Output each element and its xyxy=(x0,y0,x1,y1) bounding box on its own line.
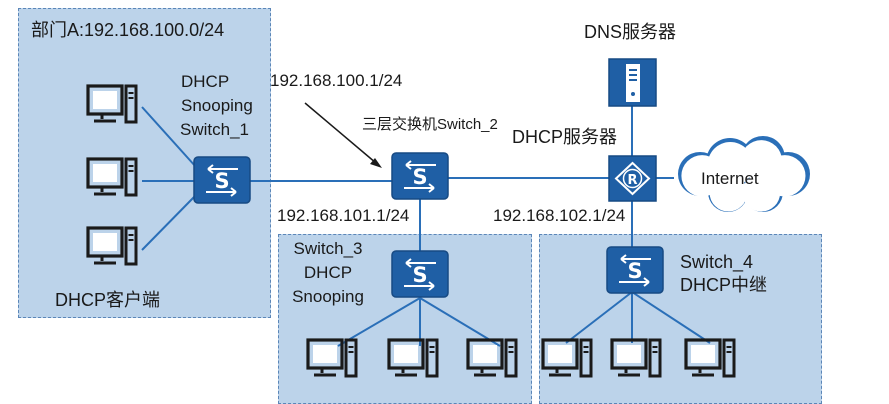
pc-icon xyxy=(306,338,358,378)
switch-icon xyxy=(391,250,449,298)
internet-label: Internet xyxy=(701,169,759,188)
pc-icon xyxy=(541,338,593,378)
gateway-101-label: 192.168.101.1/24 xyxy=(277,206,410,225)
switch1-snooping-text: Snooping xyxy=(181,96,253,115)
l3-switch-label: 三层交换机Switch_2 xyxy=(362,116,498,133)
switch1-role-label: DHCP Snooping Switch_1 xyxy=(173,72,263,144)
pc-icon xyxy=(86,84,138,124)
switch4-relay-text: DHCP中继 xyxy=(680,275,768,295)
gateway-102-label: 192.168.102.1/24 xyxy=(493,206,626,225)
dhcp-server-label: DHCP服务器 xyxy=(512,127,618,147)
dhcp-client-label: DHCP客户端 xyxy=(55,290,161,310)
pc-icon xyxy=(610,338,662,378)
switch3-name-text: Switch_3 xyxy=(293,239,363,258)
pc-icon xyxy=(466,338,518,378)
pc-icon xyxy=(684,338,736,378)
pc-icon xyxy=(86,157,138,197)
switch-icon xyxy=(193,156,251,204)
switch4-name-text: Switch_4 xyxy=(680,252,754,272)
svg-text:R: R xyxy=(627,173,637,188)
switch3-dhcp-text: DHCP xyxy=(303,263,353,282)
switch4-role-label: Switch_4 DHCP中继 xyxy=(680,252,767,298)
switch3-role-label: Switch_3 DHCP Snooping xyxy=(280,239,376,311)
switch-icon xyxy=(606,246,664,294)
gateway-100-label: 192.168.100.1/24 xyxy=(270,71,403,90)
link-switch4-pc9 xyxy=(631,291,711,344)
link-switch3-pc4 xyxy=(337,297,421,347)
switch1-name-text: Switch_1 xyxy=(180,120,249,139)
link-pc1-switch1 xyxy=(141,106,197,168)
network-links xyxy=(141,106,711,347)
department-a-subnet-label: 部门A:192.168.100.0/24 xyxy=(31,20,225,40)
link-switch3-pc6 xyxy=(419,297,501,347)
dns-server-label: DNS服务器 xyxy=(584,22,677,42)
switch-icon xyxy=(391,152,449,200)
pc-icon xyxy=(86,226,138,266)
router-icon: R xyxy=(608,155,657,202)
annotation-arrow xyxy=(304,102,382,168)
link-pc3-switch1 xyxy=(141,194,197,251)
pc-icon xyxy=(387,338,439,378)
server-icon xyxy=(608,58,657,107)
switch3-snooping-text: Snooping xyxy=(292,287,364,306)
switch1-dhcp-text: DHCP xyxy=(181,72,230,91)
link-switch4-pc7 xyxy=(565,291,633,344)
